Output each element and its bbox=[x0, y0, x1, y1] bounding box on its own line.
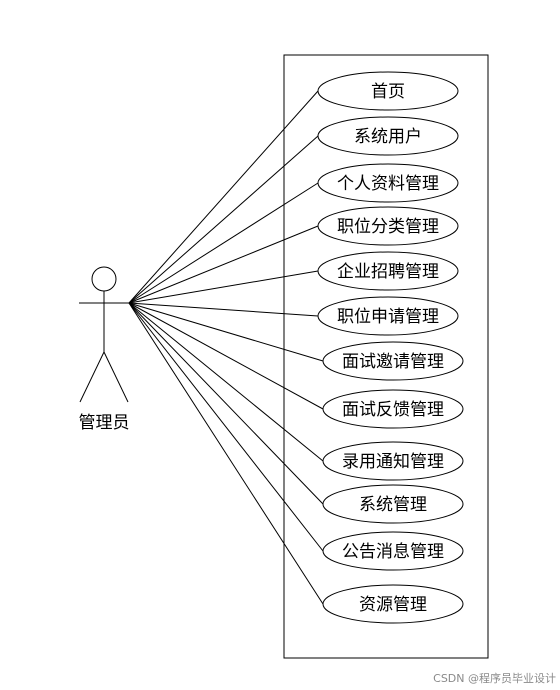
actor-label: 管理员 bbox=[79, 413, 130, 433]
use-case-label: 首页 bbox=[371, 82, 405, 102]
use-case: 职位申请管理 bbox=[317, 296, 459, 336]
use-case: 企业招聘管理 bbox=[317, 251, 459, 291]
use-case: 录用通知管理 bbox=[322, 441, 464, 481]
use-case: 首页 bbox=[317, 71, 459, 111]
use-case: 个人资料管理 bbox=[317, 163, 459, 203]
actor-left-leg bbox=[79, 351, 105, 403]
actor-right-leg bbox=[103, 351, 129, 403]
use-case-ellipse bbox=[317, 206, 459, 246]
association-line bbox=[128, 182, 319, 304]
actor-head bbox=[91, 266, 117, 292]
association-line bbox=[128, 302, 324, 605]
use-case: 公告消息管理 bbox=[322, 531, 464, 571]
use-case: 资源管理 bbox=[322, 584, 464, 624]
association-line bbox=[128, 302, 324, 552]
use-case-ellipse bbox=[317, 116, 459, 156]
use-case-label: 系统管理 bbox=[359, 495, 427, 515]
use-case-label: 企业招聘管理 bbox=[337, 262, 439, 282]
use-case-label: 公告消息管理 bbox=[342, 542, 444, 562]
use-case-label: 职位分类管理 bbox=[337, 217, 439, 237]
use-case-ellipse bbox=[317, 71, 459, 111]
association-line bbox=[128, 225, 319, 304]
association-line bbox=[128, 135, 319, 304]
use-case: 系统用户 bbox=[317, 116, 459, 156]
use-case-label: 面试邀请管理 bbox=[342, 352, 444, 372]
use-case-ellipse bbox=[322, 484, 464, 524]
use-case-list: 首页系统用户个人资料管理职位分类管理企业招聘管理职位申请管理面试邀请管理面试反馈… bbox=[317, 71, 464, 624]
use-case-ellipse bbox=[322, 584, 464, 624]
use-case-ellipse bbox=[322, 341, 464, 381]
association-lines bbox=[128, 90, 324, 605]
use-case-label: 职位申请管理 bbox=[337, 307, 439, 327]
association-line bbox=[128, 270, 319, 304]
association-line bbox=[128, 302, 319, 317]
use-case-ellipse bbox=[317, 251, 459, 291]
use-case-ellipse bbox=[322, 389, 464, 429]
use-case-ellipse bbox=[322, 441, 464, 481]
actor-admin: 管理员 bbox=[79, 266, 130, 433]
association-line bbox=[128, 302, 324, 410]
use-case: 系统管理 bbox=[322, 484, 464, 524]
use-case-label: 面试反馈管理 bbox=[342, 400, 444, 420]
use-case-label: 资源管理 bbox=[359, 595, 427, 615]
system-boundary bbox=[283, 54, 489, 659]
use-case-label: 录用通知管理 bbox=[342, 452, 444, 472]
use-case-label: 系统用户 bbox=[354, 127, 422, 147]
use-case: 职位分类管理 bbox=[317, 206, 459, 246]
use-case: 面试反馈管理 bbox=[322, 389, 464, 429]
association-line bbox=[128, 302, 324, 362]
use-case-label: 个人资料管理 bbox=[337, 174, 439, 194]
use-case-ellipse bbox=[322, 531, 464, 571]
watermark-text: CSDN @程序员毕业设计 bbox=[433, 671, 556, 685]
association-line bbox=[128, 90, 319, 304]
association-line bbox=[128, 302, 324, 462]
use-case-ellipse bbox=[317, 296, 459, 336]
association-line bbox=[128, 302, 324, 505]
use-case: 面试邀请管理 bbox=[322, 341, 464, 381]
use-case-ellipse bbox=[317, 163, 459, 203]
